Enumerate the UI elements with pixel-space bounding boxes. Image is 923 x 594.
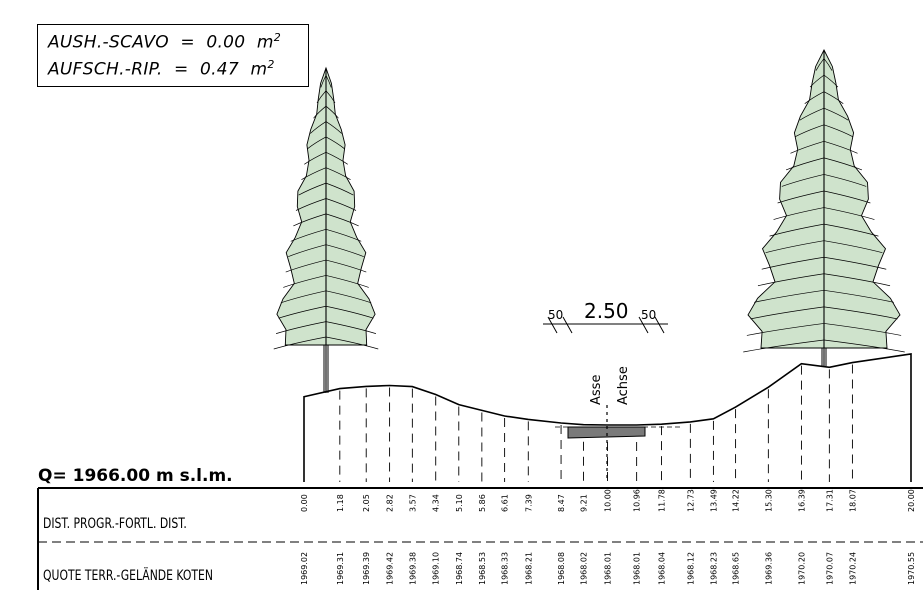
station-distance: 3.57 (408, 494, 417, 512)
dim-left-value: 50 (548, 308, 563, 322)
station-elevation: 1968.21 (524, 552, 533, 585)
distance-row-label: DIST. PROGR.-FORTL. DIST. (43, 516, 187, 532)
station-elevation: 1968.74 (455, 552, 464, 585)
station-distance: 9.21 (580, 494, 589, 512)
station-distance: 2.05 (362, 494, 371, 512)
station-elevation: 1970.24 (848, 552, 857, 585)
station-elevation: 1968.01 (633, 552, 642, 585)
station-ticks: 0.00 1969.02 1.18 1969.31 2.05 1969.39 2.82 196… (300, 489, 916, 585)
station-elevation: 1968.01 (604, 552, 613, 585)
station-distance: 10.96 (633, 489, 642, 512)
station-distance: 5.10 (455, 494, 464, 512)
excavation-line: AUSH.-SCAVO = 0.00 m2 (48, 31, 282, 53)
station-distance: 7.39 (524, 494, 533, 512)
path-structure (555, 426, 680, 439)
fill-unit: m (250, 59, 268, 80)
station-elevation: 1970.07 (825, 552, 834, 585)
station-distance: 1.18 (336, 494, 345, 512)
axis-label-it: Asse (589, 375, 604, 405)
terrain-profile (303, 352, 912, 482)
station-elevation: 1968.02 (580, 552, 589, 585)
station-distance: 5.86 (478, 494, 487, 512)
station-distance: 20.00 (907, 489, 916, 512)
width-dimension: 50 2.50 50 (543, 299, 668, 334)
station-elevation: 1968.53 (478, 552, 487, 585)
excavation-label: AUSH.-SCAVO (48, 32, 169, 53)
terrain-line (303, 352, 912, 482)
station-elevation: 1968.33 (501, 552, 510, 585)
station-distance: 13.49 (709, 489, 718, 512)
station-distance: 0.00 (300, 494, 309, 512)
excavation-value: 0.00 (206, 32, 246, 53)
station-elevation: 1968.23 (709, 552, 718, 585)
station-elevation: 1970.20 (797, 552, 806, 585)
station-elevation: 1969.39 (362, 552, 371, 585)
fill-value: 0.47 (199, 59, 240, 80)
station-elevation: 1969.10 (432, 552, 441, 585)
station-elevation: 1968.08 (557, 552, 566, 585)
road-axis: Asse Achse (589, 366, 631, 482)
tree-right-illustration (743, 49, 905, 366)
station-distance: 12.73 (686, 489, 695, 512)
dim-center-value: 2.50 (584, 299, 629, 323)
station-distance: 6.61 (501, 494, 510, 512)
station-distance: 11.78 (658, 489, 667, 512)
fill-line: AUFSCH.-RIP. = 0.47 m2 (48, 58, 275, 80)
station-elevation: 1970.55 (907, 552, 916, 585)
station-distance: 15.30 (764, 489, 773, 512)
elevation-row-label: QUOTE TERR.-GELÄNDE KOTEN (43, 568, 213, 584)
station-elevation: 1969.02 (300, 552, 309, 585)
station-elevation: 1969.38 (408, 552, 417, 585)
station-elevation: 1969.42 (386, 552, 395, 585)
station-distance: 10.00 (604, 489, 613, 512)
station-elevation: 1968.12 (686, 552, 695, 585)
station-distance: 8.47 (557, 494, 566, 512)
axis-label-de: Achse (616, 366, 631, 405)
station-distance: 4.34 (432, 494, 441, 512)
tree-left-illustration (273, 66, 379, 393)
excavation-unit: m (256, 32, 274, 53)
quantity-box: AUSH.-SCAVO = 0.00 m2 AUFSCH.-RIP. = 0.4… (37, 24, 309, 87)
station-distance: 16.39 (797, 489, 806, 512)
station-distance: 14.22 (732, 489, 741, 512)
dim-right-value: 50 (641, 308, 656, 322)
fill-unit-exp: 2 (267, 58, 275, 71)
station-distance: 2.82 (386, 494, 395, 512)
excavation-unit-exp: 2 (273, 31, 282, 44)
station-distance: 18.07 (848, 489, 857, 512)
station-distance: 17.31 (825, 489, 834, 512)
datum-label: Q= 1966.00 m s.l.m. (38, 466, 233, 486)
station-elevation: 1968.04 (658, 552, 667, 585)
station-elevation: 1969.36 (764, 552, 773, 585)
station-elevation: 1969.31 (336, 552, 345, 585)
station-elevation: 1968.65 (732, 552, 741, 585)
station-table (37, 487, 923, 590)
fill-label: AUFSCH.-RIP. (48, 59, 163, 80)
